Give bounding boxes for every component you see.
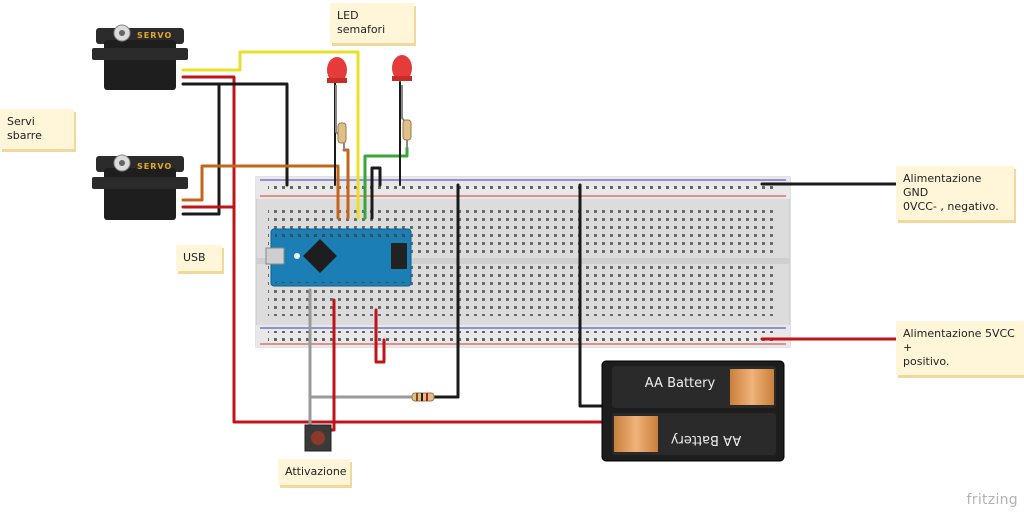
note-vcc-line2: positivo. (903, 355, 950, 368)
fritzing-logo: fritzing (966, 492, 1018, 508)
wire-black-battery (578, 183, 608, 408)
wire-black-resistor (430, 183, 460, 399)
note-usb-text: USB (183, 251, 206, 264)
note-attivazione-text: Attivazione (285, 465, 347, 478)
note-alimentazione-vcc: Alimentazione 5VCC + positivo. (896, 321, 1024, 375)
note-vcc-line1: Alimentazione 5VCC + (903, 327, 1015, 354)
note-led-semafori: LED semafori (330, 3, 414, 43)
note-alimentazione-gnd: Alimentazione GND 0VCC- , negativo. (896, 166, 1014, 220)
wire-green-led2 (363, 146, 409, 220)
note-led-text: LED semafori (337, 9, 386, 36)
wire-orange-servo2 (181, 164, 340, 220)
wire-orange-led1 (342, 148, 350, 220)
battery-label-2: AA Battery (671, 432, 742, 447)
led-1 (327, 57, 347, 150)
wire-black-gnd-jumper (370, 166, 382, 220)
servo-2-label: SERVO (137, 162, 172, 171)
wire-yellow (181, 50, 360, 220)
battery-label-1: AA Battery (645, 376, 716, 391)
wire-red-servo1 (181, 75, 608, 424)
servo-2: SERVO (92, 154, 188, 220)
wire-red-jumper (374, 308, 386, 364)
servo-1-label: SERVO (137, 31, 172, 40)
note-servi-text: Servi sbarre (7, 115, 42, 142)
note-usb: USB (176, 245, 222, 271)
arduino-nano (265, 228, 412, 287)
note-servi-sbarre: Servi sbarre (0, 109, 74, 149)
led-2 (392, 55, 412, 148)
battery-holder: AA Battery AA Battery (601, 360, 785, 462)
servo-1: SERVO (92, 24, 188, 90)
push-button (304, 424, 332, 452)
note-attivazione: Attivazione (278, 459, 350, 485)
note-gnd-line1: Alimentazione GND (903, 172, 982, 199)
resistor (411, 392, 435, 402)
note-gnd-line2: 0VCC- , negativo. (903, 200, 999, 213)
